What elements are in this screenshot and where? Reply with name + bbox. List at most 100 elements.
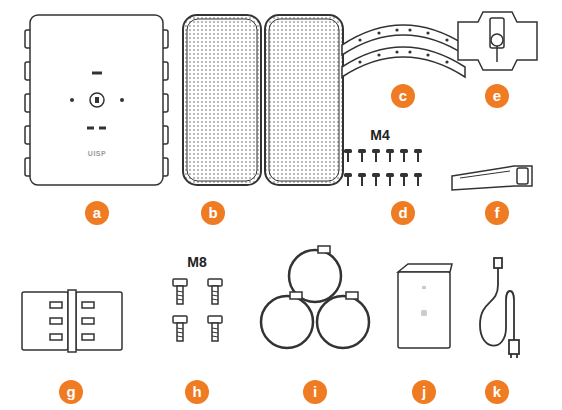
hinge-brackets-part bbox=[50, 318, 62, 324]
poe-adapter-part bbox=[398, 272, 450, 348]
m4-screws-part bbox=[400, 173, 408, 186]
radio-housing-part bbox=[90, 93, 104, 107]
radio-housing-part bbox=[95, 97, 99, 103]
curved-rails-part-part bbox=[408, 50, 411, 53]
hinge-brackets-part bbox=[68, 290, 76, 352]
poe-adapter-part bbox=[421, 310, 427, 316]
callout-letter: i bbox=[303, 380, 327, 404]
device-logo: UISP bbox=[88, 150, 106, 157]
alignment-tool-part bbox=[452, 166, 532, 190]
curved-rails-part-part bbox=[395, 50, 398, 53]
callout-letter: e bbox=[485, 84, 509, 108]
m4-screws-part bbox=[386, 173, 394, 186]
hinge-brackets-part bbox=[82, 334, 94, 340]
hose-clamps-part bbox=[317, 296, 369, 348]
callout-letter: a bbox=[85, 201, 109, 225]
m8-bolts bbox=[173, 279, 222, 341]
curved-rails-part bbox=[342, 47, 465, 77]
power-cord-part bbox=[510, 354, 512, 358]
hinge-brackets bbox=[22, 290, 122, 352]
radio-housing-part bbox=[92, 72, 102, 75]
hinge-brackets-part bbox=[82, 318, 94, 324]
curved-rails-part-part bbox=[445, 60, 448, 63]
reflector-panels-part bbox=[269, 19, 339, 181]
mount-bracket-part bbox=[458, 12, 537, 70]
hinge-brackets-part bbox=[22, 292, 68, 350]
alignment-tool-part bbox=[460, 171, 510, 178]
curved-rails-part-part bbox=[408, 28, 411, 31]
reflector-panels-part bbox=[265, 15, 343, 185]
curved-rails-part-part bbox=[426, 53, 429, 56]
mount-bracket-part bbox=[491, 34, 503, 46]
power-cord-part bbox=[494, 258, 502, 268]
hose-clamps-part bbox=[289, 250, 341, 302]
m4-screws-part bbox=[344, 149, 352, 162]
curved-rails-part-part bbox=[377, 53, 380, 56]
m8-bolts-part bbox=[173, 316, 187, 341]
hinge-brackets-part bbox=[50, 334, 62, 340]
m4-screws-part bbox=[400, 149, 408, 162]
hinge-brackets-part bbox=[82, 302, 94, 308]
hose-clamps-part bbox=[261, 296, 313, 348]
callout-letter: b bbox=[201, 201, 225, 225]
curved-rails-part-part bbox=[426, 31, 429, 34]
power-cord-part bbox=[516, 354, 518, 358]
alignment-tool-part bbox=[517, 168, 528, 184]
m4-screws-part bbox=[386, 149, 394, 162]
m4-screws-part bbox=[344, 173, 352, 186]
hose-clamps-part bbox=[290, 292, 302, 299]
m4-screws-part bbox=[372, 149, 380, 162]
reflector-panels-part bbox=[187, 19, 257, 181]
callout-letter: d bbox=[391, 201, 415, 225]
poe-adapter-part bbox=[422, 286, 426, 289]
mount-bracket bbox=[458, 12, 537, 70]
reflector-panels-part bbox=[183, 15, 261, 185]
m4-screws-part bbox=[358, 173, 366, 186]
poe-adapter bbox=[398, 264, 452, 348]
callout-letter: h bbox=[185, 380, 209, 404]
m8-bolts-part bbox=[208, 279, 222, 304]
radio-housing bbox=[25, 15, 168, 185]
power-cord bbox=[480, 258, 519, 358]
radio-housing-part bbox=[120, 98, 124, 102]
radio-housing-part bbox=[99, 127, 106, 130]
radio-housing-part bbox=[70, 98, 74, 102]
m4-screws-part bbox=[372, 173, 380, 186]
m4-screws-part bbox=[358, 149, 366, 162]
curved-rails-part-part bbox=[358, 38, 361, 41]
callout-letter: k bbox=[485, 380, 509, 404]
radio-housing-part bbox=[30, 15, 163, 185]
m4-screws bbox=[344, 149, 422, 186]
hose-clamps bbox=[261, 246, 369, 348]
m4-screws-part bbox=[414, 149, 422, 162]
callout-letter: f bbox=[485, 201, 509, 225]
curved-rails-part bbox=[358, 28, 448, 63]
hose-clamps-part bbox=[346, 292, 358, 299]
m8-bolts-part bbox=[173, 279, 187, 304]
hinge-brackets-part bbox=[50, 302, 62, 308]
curved-rails bbox=[342, 25, 465, 77]
callout-letter: c bbox=[391, 84, 415, 108]
size-label: M8 bbox=[187, 254, 206, 270]
radio-housing-part bbox=[87, 127, 94, 130]
reflector-panels bbox=[183, 15, 343, 185]
callout-letter: g bbox=[59, 380, 83, 404]
curved-rails-part-part bbox=[377, 31, 380, 34]
size-label: M4 bbox=[370, 127, 389, 143]
curved-rails-part-part bbox=[358, 60, 361, 63]
hinge-brackets-part bbox=[76, 292, 122, 350]
hose-clamps-part bbox=[318, 246, 330, 253]
alignment-tool bbox=[452, 166, 532, 190]
curved-rails-part-part bbox=[445, 38, 448, 41]
m8-bolts-part bbox=[208, 316, 222, 341]
curved-rails-part-part bbox=[395, 28, 398, 31]
poe-adapter-part bbox=[398, 264, 452, 272]
power-cord-part bbox=[509, 340, 519, 354]
mount-bracket-part bbox=[496, 46, 498, 62]
callout-letter: j bbox=[412, 380, 436, 404]
power-cord-part bbox=[480, 268, 514, 346]
mount-bracket-part bbox=[490, 18, 504, 48]
m4-screws-part bbox=[414, 173, 422, 186]
